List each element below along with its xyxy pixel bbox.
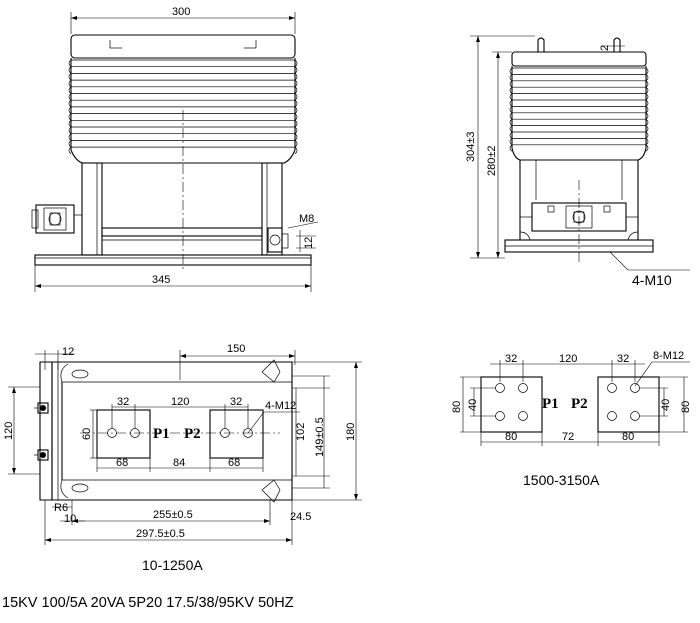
dim-32-b: 32 (230, 396, 242, 408)
rib-edge (509, 74, 649, 82)
rib-edge (68, 113, 298, 121)
rib-edge (68, 126, 298, 134)
tdim-80-b: 80 (622, 431, 634, 443)
dim-345: 345 (152, 274, 170, 286)
dim-280: 280±2 (486, 145, 498, 176)
rib-edge (68, 79, 298, 88)
front-view: 300 M8 12 (31, 6, 319, 292)
tdim-40-left: 40 (467, 399, 479, 411)
tdim-80-left: 80 (451, 401, 463, 413)
tdim-32-a: 32 (505, 353, 517, 365)
rib-edge (509, 118, 649, 126)
label-4-m10: 4-M10 (632, 272, 672, 288)
rib-edge (509, 112, 649, 120)
tdim-72: 72 (562, 431, 574, 443)
dim-32-a: 32 (117, 396, 129, 408)
dim-10: 10 (64, 513, 76, 525)
rib-edge (68, 99, 298, 108)
range-label-10-1250a: 10-1250A (142, 557, 203, 573)
rib-edge (509, 131, 649, 139)
tterminal-p2: P2 (571, 396, 588, 412)
rib-edge (509, 86, 649, 94)
dim-24-5: 24.5 (290, 511, 311, 523)
dim-102: 102 (295, 423, 307, 441)
dim-12-plan: 12 (62, 346, 74, 358)
rib-edge (68, 66, 298, 74)
dim-12-bolt: 12 (303, 237, 315, 249)
dim-2: 2 (599, 45, 611, 51)
side-view: 2 4-M10 304±3 (465, 35, 690, 288)
rib-edge (68, 86, 298, 94)
tdim-80-a: 80 (505, 431, 517, 443)
label-4-m12: 4-M12 (265, 400, 296, 412)
rib-edge (68, 93, 298, 101)
tdim-32-b: 32 (617, 353, 629, 365)
dim-68-a: 68 (116, 457, 128, 469)
rib-edge (509, 138, 649, 146)
dim-297-5: 297.5±0.5 (136, 528, 185, 540)
rib-edge (509, 144, 649, 152)
tdim-40-right: 40 (660, 399, 672, 411)
rib-edge (509, 93, 649, 101)
rib-edge (509, 67, 649, 75)
dim-304: 304±3 (465, 131, 477, 162)
terminal-p1: P1 (153, 426, 170, 442)
tdim-80-right: 80 (680, 401, 692, 413)
rib-edge (509, 80, 649, 88)
tterminal-p1: P1 (542, 396, 559, 412)
dim-255: 255±0.5 (153, 509, 193, 521)
dim-150: 150 (227, 343, 245, 355)
label-m8: M8 (299, 213, 314, 225)
rib-edge (68, 133, 298, 141)
rib-edge (68, 106, 298, 114)
rib-edge (509, 125, 649, 133)
tdim-120: 120 (559, 353, 577, 365)
dim-r6: R6 (54, 502, 68, 514)
rib-edge (68, 59, 298, 67)
rib-edge (68, 146, 298, 155)
dim-120-mid: 120 (171, 396, 189, 408)
rib-edge (509, 106, 649, 114)
spec-line: 15KV 100/5A 20VA 5P20 17.5/38/95KV 50HZ (2, 595, 294, 611)
dim-68-b: 68 (228, 457, 240, 469)
range-label-1500-3150a: 1500-3150A (523, 472, 600, 488)
terminal-p2: P2 (184, 426, 201, 442)
dim-60: 60 (81, 428, 93, 440)
rib-edge (509, 99, 649, 107)
rib-edge (68, 120, 298, 128)
terminal-view: 32 120 32 8-M12 P1 P2 80 40 40 (451, 350, 692, 488)
rib-edge (68, 140, 298, 148)
dim-149: 149±0.5 (314, 417, 326, 457)
plan-view: 12 150 120 (3, 343, 362, 573)
label-8-m12: 8-M12 (653, 350, 684, 362)
dim-180: 180 (345, 423, 357, 441)
dim-84: 84 (173, 457, 185, 469)
dim-300: 300 (172, 6, 190, 18)
dim-120-side: 120 (3, 422, 15, 440)
rib-edge (68, 73, 298, 81)
